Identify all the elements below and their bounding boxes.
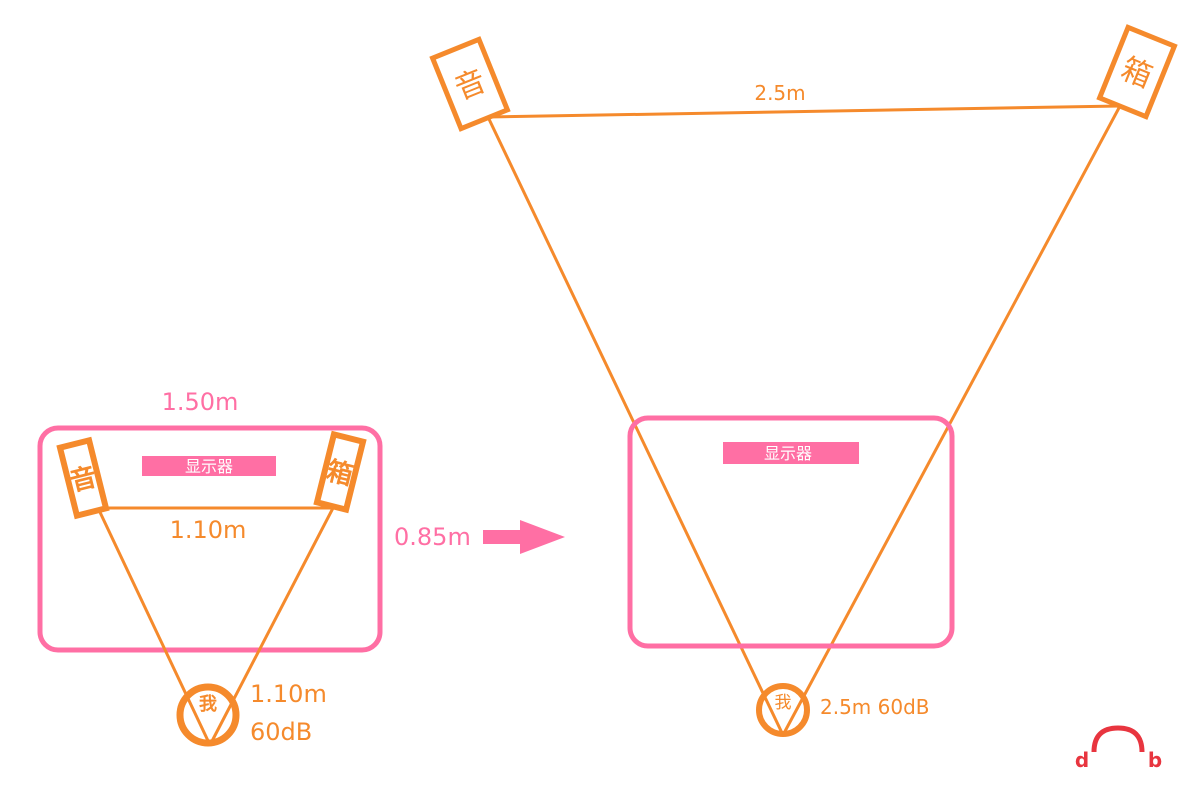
left-setup: 1.50m 显示器 1.10m 音 箱 我 1.10m 60dB [37,388,383,747]
left-speaker-spacing-label: 1.10m [170,516,247,544]
left-monitor-box [37,425,383,653]
right-listener-circle [756,683,810,737]
right-speaker-spacing-label: 2.5m [754,81,805,105]
right-monitor-label: 显示器 [764,444,812,463]
move-distance-label: 0.85m [394,523,471,551]
move-arrow-shaft [483,530,523,544]
right-listener-char: 我 [775,693,792,713]
right-monitor-label-bar [723,442,859,464]
right-speaker-left: 音 [429,36,511,132]
right-speaker-right: 箱 [1096,24,1178,120]
left-listener-level-label: 60dB [250,718,312,746]
left-monitor-width-label: 1.50m [162,388,239,416]
logo-right-letter: b [1148,748,1162,772]
right-speaker-spacing-line [487,104,1121,119]
right-setup: 2.5m 显示器 音 箱 我 2.5m 60dB [429,24,1178,737]
left-listener-line-left [96,507,212,746]
left-monitor-label: 显示器 [185,457,233,476]
right-listener-line-right [781,105,1122,736]
left-speaker-left: 音 [56,436,110,520]
left-listener-circle [176,683,240,747]
move-arrow: 0.85m [394,520,565,554]
move-arrow-head [520,520,565,554]
left-speaker-right: 箱 [313,430,367,514]
left-listener-distance-label: 1.10m [250,680,327,708]
left-monitor-label-bar [142,456,276,476]
headphones-logo-icon: d b [1075,725,1162,772]
left-listener-line-right [208,507,335,746]
right-listener-label: 2.5m 60dB [820,695,930,719]
left-listener-char: 我 [199,694,217,715]
right-monitor-box [627,415,955,649]
logo-left-letter: d [1075,748,1089,772]
